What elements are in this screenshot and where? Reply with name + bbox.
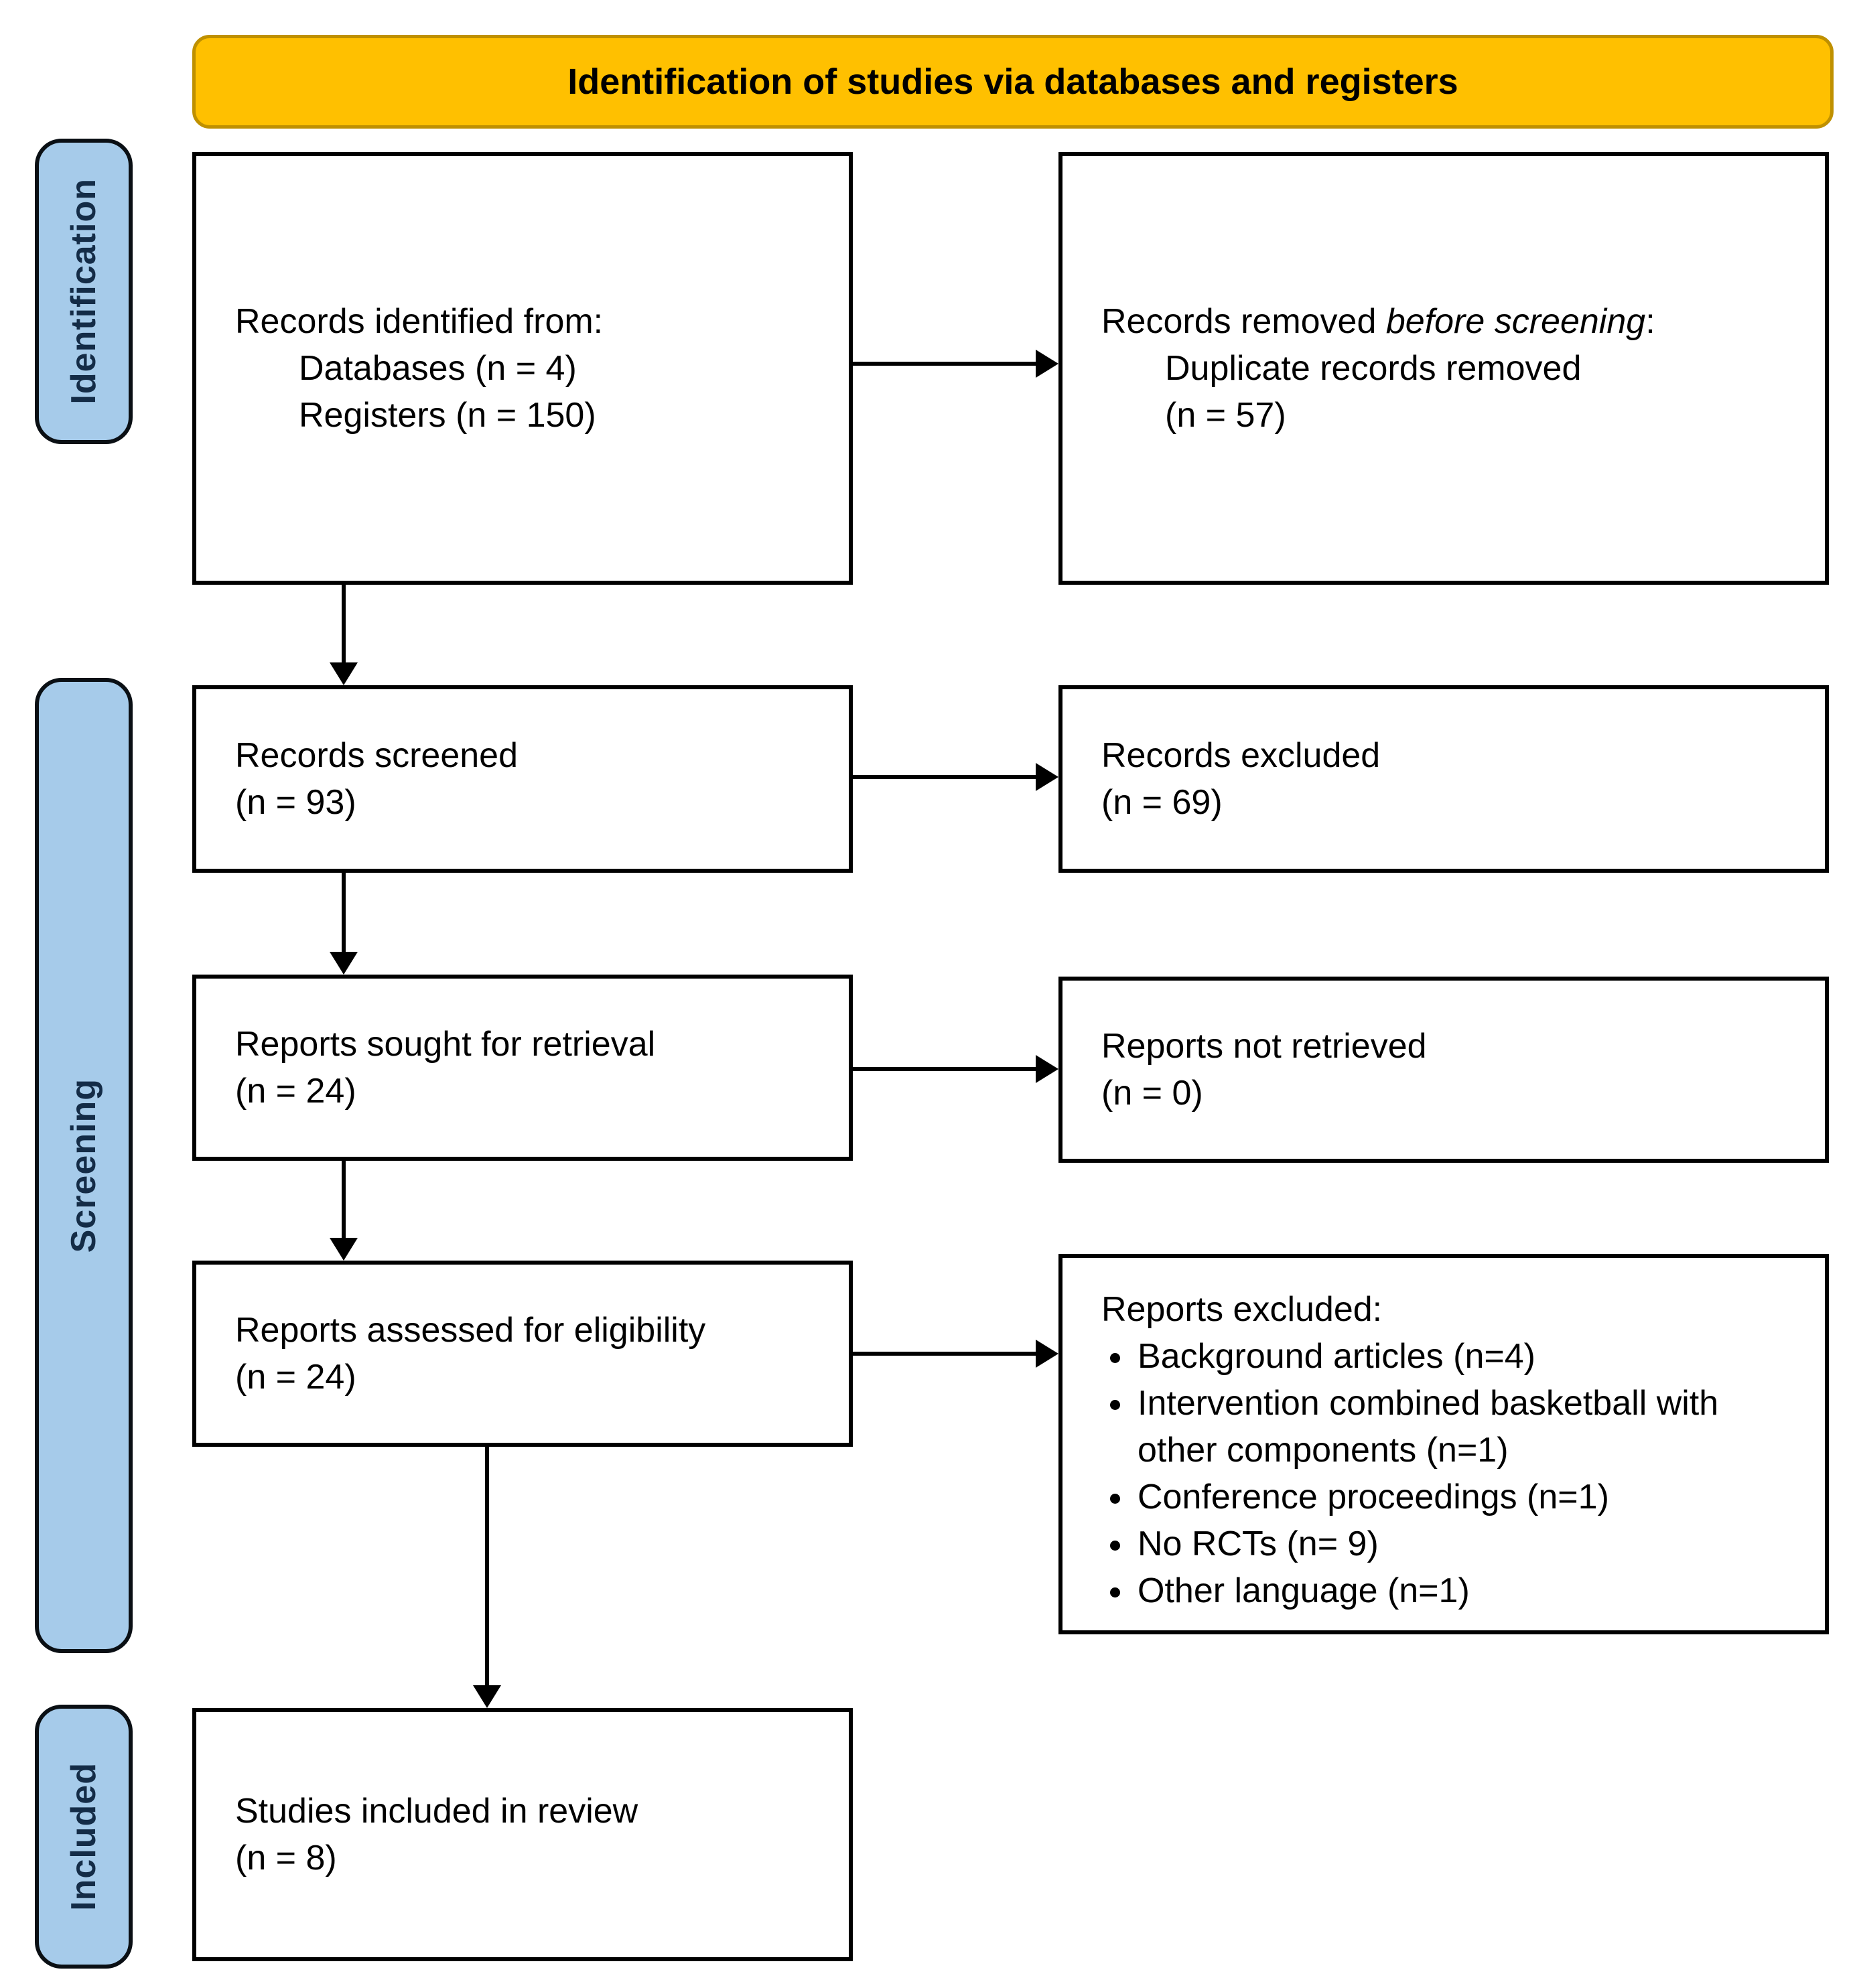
arrow-screened-to-excluded: [853, 757, 1058, 797]
box-reports-sought: Reports sought for retrieval (n = 24): [192, 975, 853, 1161]
arrowhead-right-icon: [1036, 1340, 1058, 1368]
studies-included-count: (n = 8): [235, 1839, 337, 1877]
records-identified-registers: Registers (n = 150): [299, 396, 596, 435]
records-removed-italic: before screening: [1385, 302, 1646, 341]
reports-excluded-reason: Other language (n=1): [1135, 1567, 1781, 1614]
box-records-identified: Records identified from: Databases (n = …: [192, 152, 853, 585]
records-screened-line1: Records screened: [235, 736, 518, 775]
arrow-assessed-to-included: [467, 1447, 507, 1708]
arrow-sought-to-notretrieved: [853, 1049, 1058, 1089]
stage-label-identification: Identification: [64, 178, 103, 405]
records-removed-line1: Records removed before screening:: [1101, 302, 1655, 341]
arrow-shaft: [342, 585, 346, 665]
records-removed-count: (n = 57): [1165, 396, 1286, 435]
reports-not-retrieved-line1: Reports not retrieved: [1101, 1027, 1427, 1066]
stage-tab-screening: Screening: [35, 678, 133, 1653]
stage-label-screening: Screening: [64, 1078, 103, 1253]
arrowhead-down-icon: [330, 662, 358, 685]
arrow-screened-to-sought: [324, 873, 364, 975]
reports-sought-line1: Reports sought for retrieval: [235, 1025, 656, 1064]
arrowhead-down-icon: [330, 1238, 358, 1261]
arrow-shaft: [853, 362, 1038, 366]
reports-excluded-reason: Background articles (n=4): [1135, 1333, 1781, 1380]
records-excluded-count: (n = 69): [1101, 783, 1223, 822]
reports-excluded-reason: No RCTs (n= 9): [1135, 1520, 1781, 1567]
arrow-identified-to-removed: [853, 344, 1058, 384]
reports-not-retrieved-count: (n = 0): [1101, 1074, 1203, 1113]
box-reports-not-retrieved: Reports not retrieved (n = 0): [1058, 977, 1829, 1163]
arrow-identified-to-screened: [324, 585, 364, 685]
arrow-shaft: [342, 873, 346, 954]
box-reports-excluded: Reports excluded: Background articles (n…: [1058, 1254, 1829, 1634]
arrow-shaft: [485, 1447, 489, 1688]
box-records-screened: Records screened (n = 93): [192, 685, 853, 873]
arrowhead-down-icon: [473, 1685, 501, 1708]
arrowhead-right-icon: [1036, 1055, 1058, 1083]
box-reports-assessed: Reports assessed for eligibility (n = 24…: [192, 1261, 853, 1447]
arrow-sought-to-assessed: [324, 1161, 364, 1261]
arrowhead-right-icon: [1036, 763, 1058, 791]
records-identified-databases: Databases (n = 4): [299, 349, 577, 388]
arrowhead-right-icon: [1036, 350, 1058, 378]
stage-tab-identification: Identification: [35, 139, 133, 444]
reports-excluded-reason: Conference proceedings (n=1): [1135, 1474, 1781, 1520]
arrow-shaft: [853, 775, 1038, 779]
reports-sought-count: (n = 24): [235, 1072, 356, 1111]
studies-included-line1: Studies included in review: [235, 1792, 638, 1831]
arrow-shaft: [342, 1161, 346, 1240]
banner-title: Identification of studies via databases …: [192, 35, 1834, 129]
stage-tab-included: Included: [35, 1705, 133, 1969]
arrowhead-down-icon: [330, 952, 358, 975]
reports-excluded-heading: Reports excluded:: [1101, 1290, 1383, 1329]
records-identified-line1: Records identified from:: [235, 302, 604, 341]
records-excluded-line1: Records excluded: [1101, 736, 1381, 775]
reports-assessed-count: (n = 24): [235, 1358, 356, 1397]
arrow-shaft: [853, 1352, 1038, 1356]
reports-excluded-list: Background articles (n=4) Intervention c…: [1101, 1333, 1781, 1614]
box-studies-included: Studies included in review (n = 8): [192, 1708, 853, 1961]
records-removed-duplicates: Duplicate records removed: [1165, 349, 1582, 388]
box-records-excluded: Records excluded (n = 69): [1058, 685, 1829, 873]
stage-label-included: Included: [64, 1762, 103, 1911]
arrow-assessed-to-reportsexcluded: [853, 1334, 1058, 1374]
box-records-removed: Records removed before screening: Duplic…: [1058, 152, 1829, 585]
records-screened-count: (n = 93): [235, 783, 356, 822]
reports-excluded-reason: Intervention combined basketball with ot…: [1135, 1380, 1781, 1474]
arrow-shaft: [853, 1067, 1038, 1071]
reports-assessed-line1: Reports assessed for eligibility: [235, 1311, 706, 1350]
